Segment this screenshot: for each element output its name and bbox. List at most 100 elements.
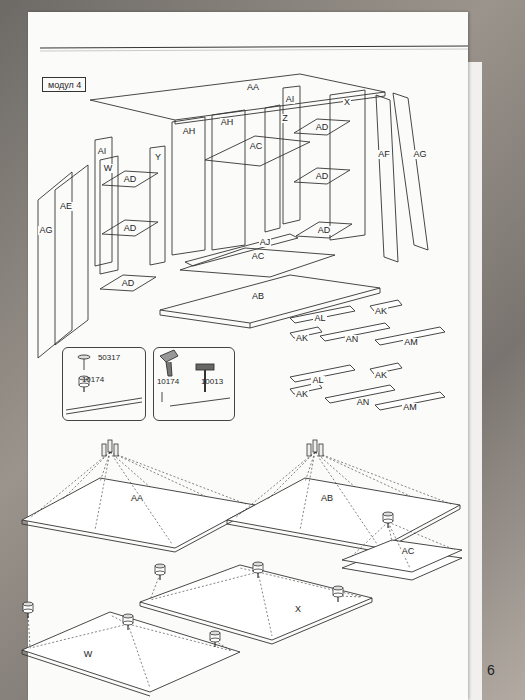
fittings-part — [383, 512, 393, 528]
fittings-part — [307, 444, 311, 456]
exploded-panels-part — [172, 117, 205, 255]
fitting-icons-part — [78, 355, 90, 359]
fitting-icons-part — [166, 362, 172, 376]
exploded-panels-part — [102, 220, 158, 236]
part-label: AM — [402, 403, 418, 412]
exploded-panels-part — [294, 168, 350, 184]
page-rule-part — [40, 49, 468, 51]
part-label: AH — [220, 118, 235, 127]
part-label: AD — [315, 172, 330, 181]
part-label: AM — [403, 338, 419, 347]
dashed-leaders-part — [30, 452, 246, 544]
exploded-panels-part — [102, 171, 158, 187]
exploded-panels-part — [185, 234, 298, 266]
part-label: AD — [315, 123, 330, 132]
exploded-panels-part — [376, 95, 398, 262]
exploded-panels-part — [250, 323, 251, 328]
part-label: AA — [130, 494, 144, 503]
part-label: AC — [249, 142, 264, 151]
exploded-panels-part — [294, 119, 350, 135]
part-label: AE — [59, 202, 73, 211]
part-label: AD — [121, 279, 136, 288]
panel-fitting-details-part — [22, 505, 255, 552]
part-label: X — [294, 605, 302, 614]
panel-fitting-details — [22, 478, 462, 696]
exploded-panels-part — [160, 275, 380, 323]
exploded-panels-part — [150, 146, 165, 265]
exploded-panels-part — [330, 90, 365, 240]
part-label: Y — [154, 153, 162, 162]
part-label: AI — [97, 147, 108, 156]
dashed-leaders-part — [28, 612, 232, 688]
part-label: AL — [311, 376, 324, 385]
part-label: AI — [285, 95, 296, 104]
fitting-icons-part — [84, 359, 85, 370]
part-label: AK — [374, 371, 388, 380]
panel-fitting-details-part — [22, 650, 150, 696]
fittings-part — [333, 586, 343, 602]
part-label: W — [83, 650, 94, 659]
tool-box: 10174 10013 — [153, 347, 235, 421]
exploded-panels-part — [90, 74, 385, 120]
part-number: 10013 — [201, 378, 223, 386]
exploded-panels-part — [55, 165, 88, 345]
fittings-part — [114, 444, 118, 456]
exploded-panels-part — [212, 110, 245, 250]
page-rule-part — [40, 46, 468, 48]
dashed-leaders-part — [150, 568, 362, 636]
panel-fitting-details-part — [22, 478, 255, 548]
part-label: AN — [356, 398, 371, 407]
part-label: Z — [281, 114, 289, 123]
fittings-part — [102, 444, 106, 456]
part-label: AA — [246, 83, 260, 92]
fitting-icons-part — [170, 398, 230, 406]
fitting-box: 50317 10174 — [62, 347, 146, 421]
exploded-panels-part — [100, 275, 156, 291]
fittings-part — [313, 440, 317, 452]
plinth-bars — [290, 300, 445, 410]
panel-fitting-details-part — [140, 565, 372, 640]
panel-fitting-details-part — [342, 540, 462, 572]
part-label: X — [343, 98, 351, 107]
fittings-part — [319, 444, 323, 456]
fitting-icons-part — [66, 402, 142, 414]
part-label: W — [103, 164, 114, 173]
part-label: AF — [377, 150, 391, 159]
exploded-panels-part — [180, 248, 335, 277]
part-label: AC — [251, 252, 266, 261]
fitting-icons-part — [162, 392, 163, 402]
fittings-part — [23, 602, 33, 618]
part-label: AJ — [259, 238, 272, 247]
fittings-part — [155, 564, 165, 580]
part-label: AK — [295, 390, 309, 399]
part-number: 10174 — [82, 376, 104, 384]
page-number: 6 — [486, 663, 496, 677]
part-label: AC — [401, 547, 416, 556]
part-number: модул 4 — [48, 81, 81, 90]
fittings-part — [210, 631, 220, 647]
part-number: 50317 — [98, 354, 120, 362]
part-label: AD — [123, 224, 138, 233]
part-label: AD — [317, 226, 332, 235]
fittings-part — [253, 562, 263, 578]
exploded-panels-part — [265, 105, 280, 232]
exploded-panels-part — [100, 156, 118, 274]
plinth-bars-part — [290, 306, 355, 323]
exploded-panels-part — [283, 86, 300, 224]
part-label: AH — [182, 127, 197, 136]
part-label: AL — [313, 314, 326, 323]
part-label: AN — [345, 335, 360, 344]
dashed-leaders-part — [235, 452, 451, 544]
part-label: AG — [38, 226, 53, 235]
fittings-part — [123, 614, 133, 630]
panel-fitting-details-part — [22, 612, 240, 692]
part-label: AD — [123, 175, 138, 184]
part-label: AK — [374, 307, 388, 316]
exploded-panels-part — [393, 93, 428, 250]
fitting-icons-part — [196, 364, 214, 370]
part-label: AB — [320, 494, 334, 503]
part-label: AB — [251, 292, 265, 301]
part-number: 10174 — [157, 378, 179, 386]
